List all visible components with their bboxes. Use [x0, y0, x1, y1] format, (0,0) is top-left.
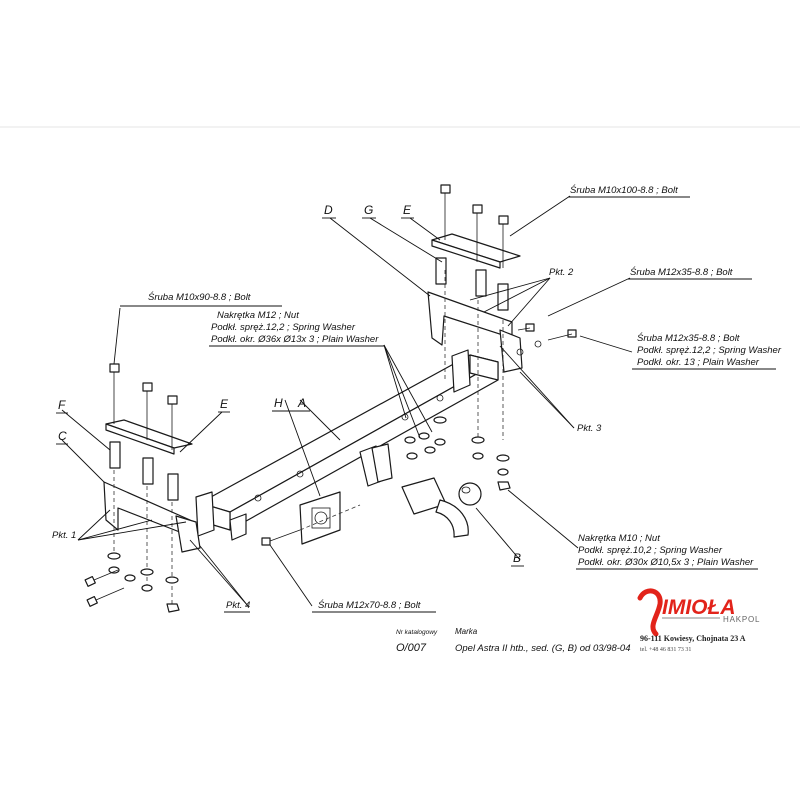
- hook-logo-icon: [637, 588, 663, 637]
- end-plate-left: [195, 491, 247, 541]
- washers-right: [433, 416, 511, 491]
- logo-sub: HAKPOL: [723, 615, 760, 624]
- imiola-logo: IMIOŁA HAKPOL 96-111 Kowiesy, Chojnata 2…: [637, 588, 760, 653]
- brand-label: Marka: [455, 627, 478, 636]
- callout-pkt2: Pkt. 2: [549, 267, 574, 278]
- label-b: B: [513, 551, 521, 565]
- callout-spring-washer-12: Podkł. spręż.12,2 ; Spring Washer: [637, 345, 782, 356]
- spacers-g-right: [435, 257, 509, 311]
- label-g: G: [364, 203, 373, 217]
- label-c: C: [58, 429, 67, 443]
- callout-bolt-m10x90: Śruba M10x90-8.8 ; Bolt: [148, 291, 251, 303]
- callout-pkt1: Pkt. 1: [52, 530, 76, 541]
- bolts-m10x100: [440, 184, 509, 268]
- label-d: D: [324, 203, 333, 217]
- side-bracket-c: [103, 481, 201, 553]
- callout-bolt-m10x100: Śruba M10x100-8.8 ; Bolt: [570, 184, 678, 196]
- socket-plate-h: [299, 491, 341, 545]
- leader-lines: [61, 195, 633, 607]
- logo-phone: tel. +48 46 831 73 31: [640, 647, 691, 653]
- callout-nut-m10: Nakrętka M10 ; Nut: [578, 533, 660, 544]
- label-h: H: [274, 396, 283, 410]
- catalog-label: Nr katalogowy: [396, 629, 438, 636]
- callout-plain-washer-30: Podkł. okr. Ø30x Ø10,5x 3 ; Plain Washer: [578, 557, 754, 568]
- catalog-number: O/007: [396, 642, 427, 654]
- bolts-m12x70: [261, 432, 436, 546]
- spacers-f-left: [109, 441, 179, 501]
- callout-bolt-m12x70: Śruba M12x70-8.8 ; Bolt: [318, 599, 421, 611]
- callout-spring-washer-10: Podkł. spręż.10,2 ; Spring Washer: [578, 545, 723, 556]
- label-f: F: [58, 398, 66, 412]
- label-a: A: [297, 396, 306, 410]
- callout-bolt-m12x35-right: Śruba M12x35-8.8 ; Bolt: [637, 332, 740, 344]
- callout-pkt3: Pkt. 3: [577, 423, 602, 434]
- hardware-left: [84, 552, 180, 613]
- callout-plain-washer-36: Podkł. okr. Ø36x Ø13x 3 ; Plain Washer: [211, 334, 379, 345]
- callout-pkt4: Pkt. 4: [226, 600, 250, 611]
- label-underlines: [56, 217, 524, 567]
- callout-nut-m12: Nakrętka M12 ; Nut: [217, 310, 299, 321]
- label-e-right: E: [403, 203, 412, 217]
- center-bracket: [359, 443, 393, 487]
- logo-address: 96-111 Kowiesy, Chojnata 23 A: [640, 634, 746, 643]
- towball-b: [401, 477, 482, 538]
- model-text: Opel Astra II htb., sed. (G, B) od 03/98…: [455, 643, 631, 654]
- bolts-m12x35-right: [516, 323, 577, 356]
- bolts-m10x90: [109, 363, 178, 450]
- plate-e-right: [431, 233, 521, 269]
- logo-name: IMIOŁA: [662, 596, 736, 619]
- callout-spring-washer-12-left: Podkł. spręż.12,2 ; Spring Washer: [211, 322, 356, 333]
- label-e-left: E: [220, 397, 229, 411]
- end-plate-right: [451, 349, 471, 393]
- callout-bolt-m12x35-top: Śruba M12x35-8.8 ; Bolt: [630, 266, 733, 278]
- plate-e-left: [105, 419, 193, 455]
- callout-plain-washer-13: Podkł. okr. 13 ; Plain Washer: [637, 357, 760, 368]
